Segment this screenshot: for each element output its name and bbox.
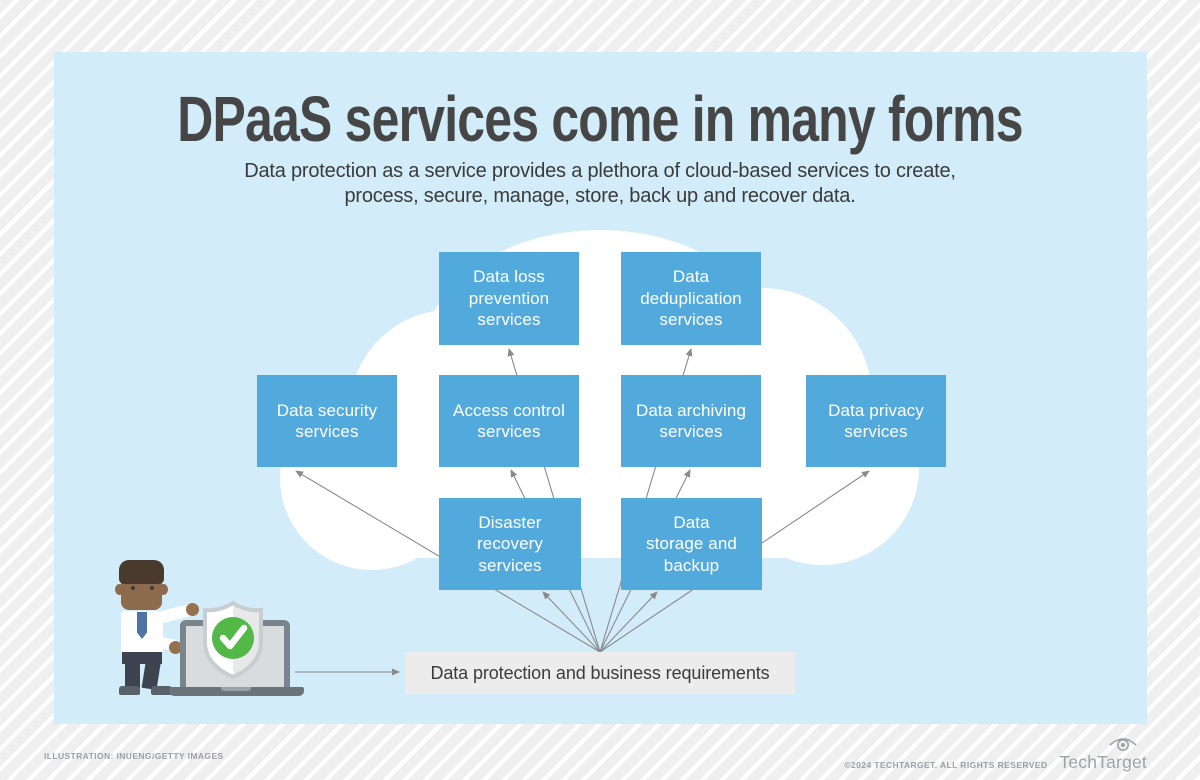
service-box-label: Data deduplication services	[640, 267, 742, 330]
service-box-label: Data loss prevention services	[468, 267, 550, 330]
service-box-data-archiving: Data archiving services	[621, 375, 761, 467]
subtitle-line-1: Data protection as a service provides a …	[244, 160, 956, 182]
page-title-text: DPaaS services come in many forms	[177, 83, 1023, 155]
subtitle-line-2: process, secure, manage, store, back up …	[344, 185, 856, 207]
techtarget-eye-icon	[1109, 738, 1137, 751]
service-box-label: Data privacy services	[828, 400, 924, 442]
techtarget-logo-text: TechTarget	[1059, 752, 1147, 772]
service-box-data-storage-backup: Data storage and backup	[621, 498, 762, 590]
service-box-data-deduplication: Data deduplication services	[621, 252, 761, 345]
service-box-label: Access control services	[453, 400, 565, 442]
page-title: DPaaS services come in many forms	[0, 83, 1200, 155]
footer-right: ©2024 TECHTARGET. ALL RIGHTS RESERVED Te…	[844, 738, 1147, 773]
service-box-label: Data security services	[276, 400, 378, 442]
service-box-label: Data archiving services	[635, 400, 747, 442]
illustration-credit: ILLUSTRATION: INUENG/GETTY IMAGES	[44, 751, 224, 761]
service-box-disaster-recovery: Disaster recovery services	[439, 498, 581, 590]
techtarget-logo: TechTarget	[1059, 738, 1147, 773]
requirements-label: Data protection and business requirement…	[430, 662, 770, 683]
service-box-label: Disaster recovery services	[477, 512, 543, 575]
copyright-text: ©2024 TECHTARGET. ALL RIGHTS RESERVED	[844, 760, 1048, 770]
service-box-data-security: Data security services	[257, 375, 397, 467]
requirements-box: Data protection and business requirement…	[405, 652, 795, 694]
service-box-data-loss-prevention: Data loss prevention services	[439, 252, 579, 345]
service-box-access-control: Access control services	[439, 375, 579, 467]
service-box-data-privacy: Data privacy services	[806, 375, 946, 467]
subtitle: Data protection as a service provides a …	[0, 159, 1200, 209]
service-box-label: Data storage and backup	[646, 512, 737, 575]
